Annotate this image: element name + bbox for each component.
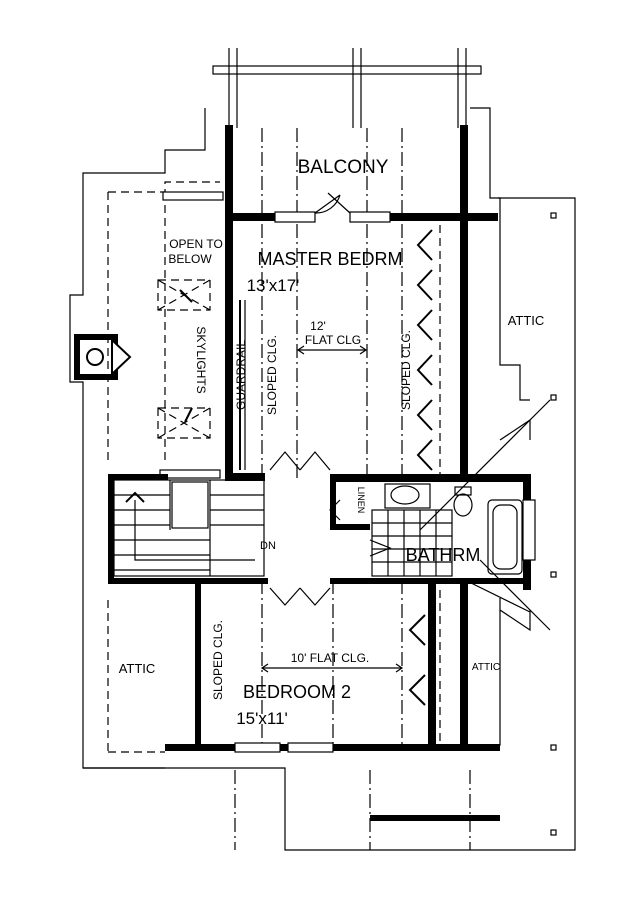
master-bedroom-label: MASTER BEDRM	[257, 249, 402, 269]
attic-ticks	[550, 212, 557, 836]
bathroom-label: BATHRM	[406, 545, 481, 565]
flat-ceiling-10-label: 10' FLAT CLG.	[291, 651, 370, 665]
flat-ceiling-12-label: 12'	[310, 319, 326, 333]
chimney	[74, 334, 132, 380]
master-bedroom-size: 13'x17'	[247, 276, 300, 295]
doors	[269, 192, 392, 606]
skylights	[157, 279, 211, 439]
sloped-ceiling-master-left: SLOPED CLG.	[265, 335, 279, 415]
dimension-lines	[260, 345, 404, 673]
flat-ceiling-label: FLAT CLG	[305, 333, 361, 347]
bedroom2-label: BEDROOM 2	[243, 682, 351, 702]
dashed-lines	[107, 181, 441, 753]
attic-left-label: ATTIC	[119, 661, 156, 676]
attic-right-label: ATTIC	[508, 313, 545, 328]
roof-diagonals	[419, 399, 551, 632]
stair	[113, 479, 265, 577]
balcony-label: BALCONY	[298, 157, 389, 178]
skylights-label: SKYLIGHTS	[194, 326, 208, 393]
guardrail-label: GUARDRAIL	[234, 340, 248, 410]
sloped-ceiling-master-right: SLOPED CLG.	[399, 330, 413, 410]
sloped-ceiling-bedroom2: SLOPED CLG.	[211, 620, 225, 700]
labels: BALCONY MASTER BEDRM 13'x17' OPEN TO BEL…	[119, 157, 545, 728]
linen-label: LINEN	[356, 487, 366, 514]
below-label: BELOW	[168, 252, 212, 266]
guardrail	[159, 300, 246, 479]
attic-small-label: ATTIC	[472, 662, 500, 673]
bedroom2-size: 15'x11'	[236, 709, 288, 728]
down-label: DN	[260, 540, 276, 552]
ceiling-lines	[234, 128, 471, 850]
walls	[108, 125, 531, 821]
bath-fixtures	[371, 483, 523, 577]
open-to-label: OPEN TO	[169, 237, 223, 251]
closet-doors	[408, 229, 433, 706]
windows	[162, 191, 536, 753]
